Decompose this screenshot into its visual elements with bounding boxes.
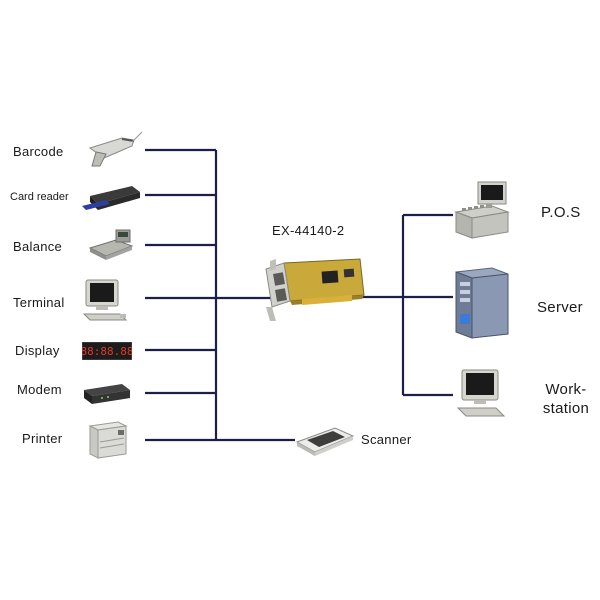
modem-icon: [84, 384, 130, 404]
label-display: Display: [15, 343, 60, 358]
label-workstation: Work- station: [538, 380, 594, 418]
label-workstation-line1: Work-: [545, 381, 587, 398]
label-scanner: Scanner: [361, 432, 412, 447]
label-terminal: Terminal: [13, 295, 65, 310]
label-modem: Modem: [17, 382, 62, 397]
terminal-icon: [82, 279, 128, 321]
led-digits: 88:88.88: [82, 345, 132, 358]
printer-icon: [88, 421, 128, 459]
label-pos: P.O.S: [541, 204, 581, 221]
label-balance: Balance: [13, 239, 63, 254]
label-card-reader: Card reader: [10, 191, 69, 203]
label-server: Server: [537, 299, 583, 316]
label-printer: Printer: [22, 431, 63, 446]
pos-terminal-icon: [454, 181, 510, 239]
barcode-scanner-icon: [88, 131, 142, 167]
label-barcode: Barcode: [13, 144, 64, 159]
label-workstation-line2: station: [542, 400, 590, 417]
scale-icon: [88, 229, 134, 260]
card-title: EX-44140-2: [272, 223, 345, 238]
led-display-icon: 88:88.88: [82, 342, 132, 360]
pci-card-icon: [265, 258, 365, 321]
server-tower-icon: [455, 267, 509, 339]
workstation-icon: [456, 369, 506, 417]
card-reader-icon: [82, 186, 140, 210]
flatbed-scanner-icon: [295, 427, 355, 456]
